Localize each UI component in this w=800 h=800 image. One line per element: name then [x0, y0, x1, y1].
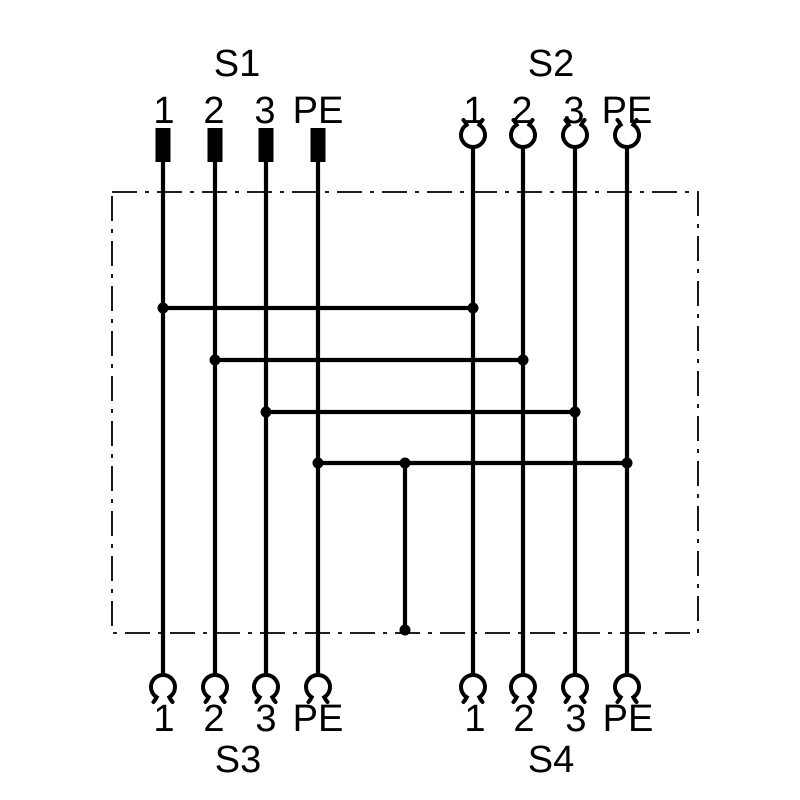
connector-s3: 1 2 3 PE S3: [149, 672, 344, 781]
connector-s1: S1 1 2 3 PE: [153, 43, 343, 162]
connector-s1-title: S1: [214, 43, 260, 85]
s1-pin2-male-contact-icon: [207, 128, 223, 162]
wire-network: [160, 146, 630, 675]
s2-pe-label: PE: [602, 90, 653, 132]
s1-pe-label: PE: [293, 90, 344, 132]
junction-s1-pin3: [260, 406, 272, 418]
s4-pin2-label: 2: [513, 698, 534, 740]
junction-s1-pe: [312, 457, 324, 469]
connector-s2-title: S2: [528, 43, 574, 85]
s1-pe-male-contact-icon: [310, 128, 326, 162]
junction-pe-enclosure: [399, 624, 411, 636]
junction-s2-pe: [621, 457, 633, 469]
junction-dots: [157, 302, 633, 636]
connector-s2: S2 1 2 3 PE: [459, 43, 653, 150]
s4-pin1-label: 1: [464, 698, 485, 740]
junction-s2-pin3: [569, 406, 581, 418]
s1-pin1-male-contact-icon: [155, 128, 171, 162]
s4-pe-label: PE: [603, 698, 654, 740]
s4-pin3-label: 3: [565, 698, 586, 740]
s1-pin3-male-contact-icon: [258, 128, 274, 162]
junction-s1-pin2: [209, 354, 221, 366]
connector-s4-title: S4: [528, 739, 574, 781]
s3-pin3-label: 3: [255, 698, 276, 740]
junction-s2-pin2: [517, 354, 529, 366]
s3-pin1-label: 1: [153, 698, 174, 740]
s1-pin1-label: 1: [153, 90, 174, 132]
junction-pe-tap: [399, 457, 411, 469]
connector-s4: 1 2 3 PE S4: [459, 672, 654, 781]
junction-s2-pin1: [467, 302, 479, 314]
s1-pin3-label: 3: [254, 90, 275, 132]
s3-pe-label: PE: [293, 698, 344, 740]
junction-s1-pin1: [157, 302, 169, 314]
s1-pin2-label: 2: [203, 90, 224, 132]
s3-pin2-label: 2: [203, 698, 224, 740]
connector-s3-title: S3: [215, 739, 261, 781]
